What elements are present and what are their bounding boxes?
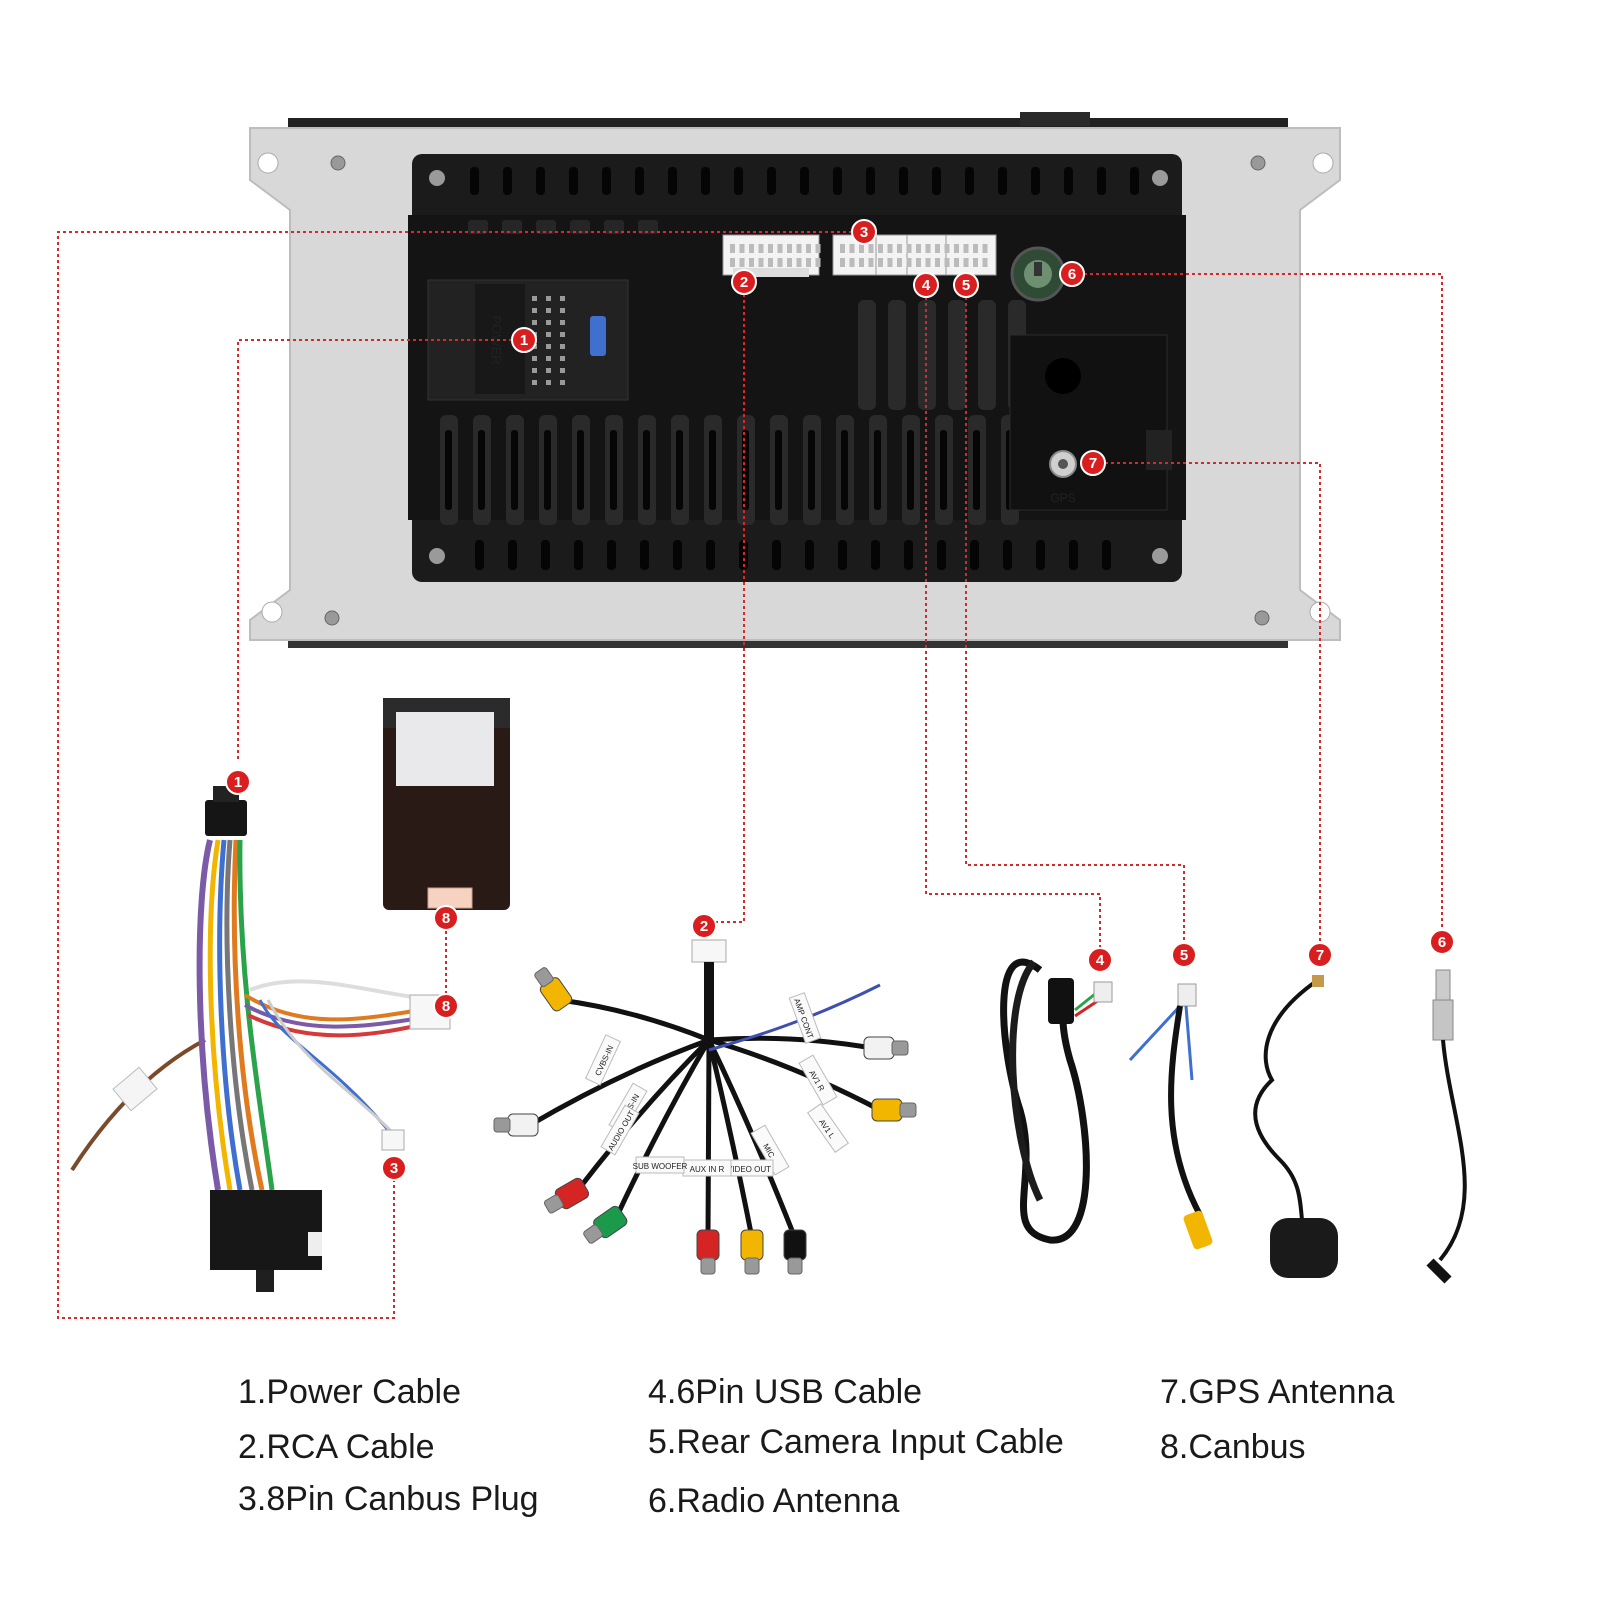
- rca-tag: AV1 L: [806, 1103, 850, 1153]
- legend-item-7: 7.GPS Antenna: [1160, 1373, 1395, 1411]
- legend-item-6: 6.Radio Antenna: [648, 1482, 900, 1520]
- power-harness: [70, 786, 451, 1292]
- callout-badge: 3: [381, 1155, 407, 1181]
- callout-badge: 4: [913, 272, 939, 298]
- leader-2: [704, 282, 745, 923]
- legend-item-2: 2.RCA Cable: [238, 1428, 435, 1466]
- callout-badge: 5: [1171, 942, 1197, 968]
- callout-badge: 1: [511, 327, 537, 353]
- legend-item-8: 8.Canbus: [1160, 1428, 1306, 1466]
- camera-cable: [1128, 983, 1213, 1250]
- legend-item-3: 3.8Pin Canbus Plug: [238, 1480, 539, 1518]
- callout-badge: 8: [433, 905, 459, 931]
- svg-text:6: 6: [1438, 934, 1446, 951]
- svg-text:5: 5: [1180, 947, 1188, 964]
- gps-antenna: [1253, 975, 1338, 1278]
- rca-port: [722, 234, 820, 277]
- callout-badge: 7: [1307, 942, 1333, 968]
- callout-badge: 1: [225, 769, 251, 795]
- callout-badge: 6: [1059, 261, 1085, 287]
- svg-text:8: 8: [442, 910, 450, 927]
- svg-text:6: 6: [1068, 266, 1076, 283]
- svg-text:8: 8: [442, 998, 450, 1015]
- callout-badge: 8: [433, 993, 459, 1019]
- svg-text:1: 1: [234, 774, 242, 791]
- svg-text:7: 7: [1089, 455, 1097, 472]
- head-unit: POWER GPS: [249, 112, 1341, 648]
- svg-text:5: 5: [962, 277, 970, 294]
- callout-badge: 2: [691, 913, 717, 939]
- legend-item-1: 1.Power Cable: [238, 1373, 462, 1411]
- power-port-label: POWER: [489, 315, 504, 364]
- svg-text:2: 2: [740, 274, 748, 291]
- svg-text:1: 1: [520, 332, 528, 349]
- gps-port: GPS: [1049, 450, 1077, 505]
- legend-item-5: 5.Rear Camera Input Cable: [648, 1423, 1064, 1461]
- svg-text:2: 2: [700, 918, 708, 935]
- svg-text:SUB WOOFER: SUB WOOFER: [633, 1162, 688, 1171]
- rca-tag: MIC: [750, 1124, 790, 1176]
- radio-antenna-port: [1010, 246, 1066, 302]
- rca-tag: VIDEO OUT: [724, 1159, 774, 1177]
- svg-text:7: 7: [1316, 947, 1324, 964]
- leader-4: [925, 285, 1101, 960]
- callout-badge: 2: [731, 269, 757, 295]
- rca-tag: AMP CONT: [788, 992, 822, 1044]
- leader-5: [965, 285, 1185, 955]
- svg-text:4: 4: [922, 277, 931, 294]
- svg-text:3: 3: [390, 1160, 398, 1177]
- callout-badge: 7: [1080, 450, 1106, 476]
- leader-lines: [57, 231, 1443, 1319]
- legend-item-4: 4.6Pin USB Cable: [648, 1373, 923, 1411]
- radio-antenna: [1426, 969, 1467, 1284]
- callout-badge: 4: [1087, 947, 1113, 973]
- rca-tag: SUB WOOFER: [633, 1156, 688, 1174]
- rca-tag: AV1 R: [798, 1054, 838, 1106]
- callout-badge: 6: [1429, 929, 1455, 955]
- svg-text:AUX IN R: AUX IN R: [690, 1165, 725, 1174]
- usb-cable: [1000, 958, 1113, 1244]
- callout-badges: 1 1 2 2 3 3 4 4 5 5 6 6 7 7 8 8: [225, 219, 1455, 1181]
- svg-text:3: 3: [860, 224, 868, 241]
- leader-3: [57, 231, 864, 1319]
- leader-7: [1093, 462, 1321, 955]
- svg-text:VIDEO OUT: VIDEO OUT: [727, 1165, 771, 1174]
- callout-badge: 5: [953, 272, 979, 298]
- canbus-box: [383, 698, 510, 910]
- svg-text:4: 4: [1096, 952, 1105, 969]
- callout-badge: 3: [851, 219, 877, 245]
- rca-tag: AUX IN R: [682, 1159, 732, 1177]
- gps-port-label: GPS: [1050, 491, 1075, 505]
